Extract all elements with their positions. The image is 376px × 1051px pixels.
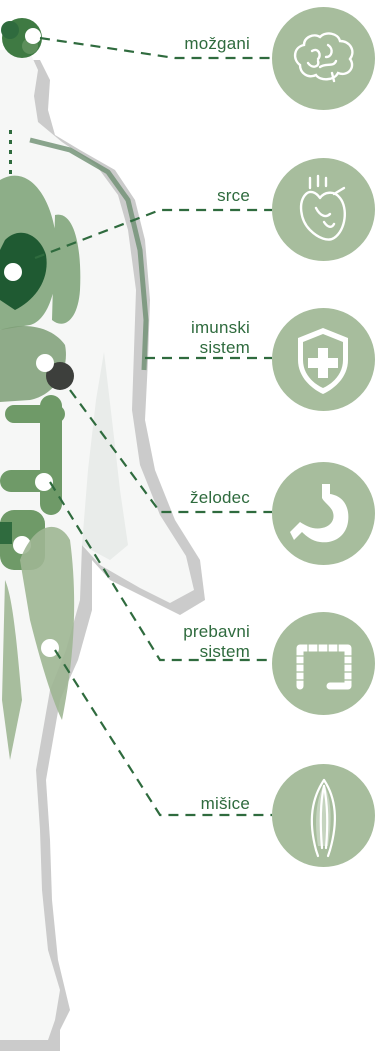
label-digestive: prebavni sistem	[183, 622, 250, 662]
label-stomach: želodec	[190, 488, 250, 508]
digestive-circle	[272, 612, 375, 715]
muscle-node	[41, 639, 59, 657]
heart-circle	[272, 158, 375, 261]
muscle-icon	[272, 764, 375, 867]
shield-cross-icon	[272, 308, 375, 411]
stomach-circle	[272, 462, 375, 565]
brain-circle	[272, 7, 375, 110]
label-muscles: mišice	[201, 794, 250, 814]
label-brain: možgani	[184, 34, 250, 54]
muscles-circle	[272, 764, 375, 867]
dark-tissue	[0, 522, 12, 544]
intestine-icon	[272, 612, 375, 715]
heart-icon	[272, 158, 375, 261]
label-immune: imunski sistem	[191, 318, 250, 358]
connector-muscles	[55, 650, 272, 815]
stomach-icon	[272, 462, 375, 565]
label-heart: srce	[217, 186, 250, 206]
immune-node	[36, 354, 54, 372]
brain-icon	[272, 7, 375, 110]
immune-circle	[272, 308, 375, 411]
